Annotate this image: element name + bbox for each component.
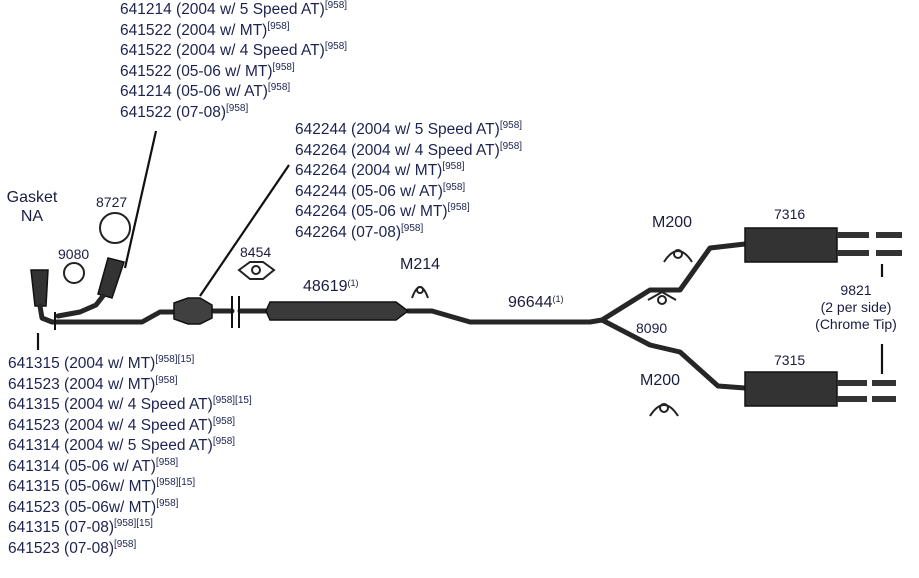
- label-m200-bottom: M200: [640, 372, 681, 389]
- label-96644: 96644(1): [508, 294, 564, 311]
- label-8454: 8454: [240, 244, 272, 260]
- callout-line: 641314 (2004 w/ 5 Speed AT)[958]: [8, 436, 236, 455]
- callout-line: 641214 (2004 w/ 5 Speed AT)[958]: [120, 0, 348, 19]
- hanger-m200-top-icon: [663, 249, 693, 263]
- label-gasket-line1: Gasket: [6, 189, 58, 206]
- label-9080: 9080: [58, 246, 90, 262]
- callout-line: 641315 (2004 w/ MT)[958][15]: [8, 354, 195, 373]
- label-7315: 7315: [774, 352, 806, 368]
- callout-line: 642264 (2004 w/ MT)[958]: [295, 161, 465, 180]
- hanger-m200-bottom-icon: [649, 403, 679, 417]
- label-9821-type: (Chrome Tip): [815, 316, 897, 332]
- callout-line: 642264 (05-06 w/ MT)[958]: [295, 202, 470, 221]
- gasket-9080-icon: [63, 262, 85, 284]
- label-m214: M214: [400, 256, 441, 273]
- label-9821-qty: (2 per side): [820, 299, 892, 315]
- callout-line: 641315 (05-06w/ MT)[958][15]: [8, 477, 196, 496]
- leader-line-top-middle: [199, 164, 290, 297]
- label-gasket: Gasket NA: [2, 188, 62, 226]
- muffler-7315: [744, 371, 838, 407]
- hanger-8090-icon: [647, 290, 677, 305]
- label-9821: 9821 (2 per side) (Chrome Tip): [800, 282, 912, 333]
- flange-8454-icon: [237, 261, 276, 280]
- callout-line: 641522 (05-06 w/ MT)[958]: [120, 61, 295, 80]
- callout-line: 641522 (2004 w/ MT)[958]: [120, 20, 290, 39]
- label-7316: 7316: [774, 206, 806, 222]
- callout-line: 641315 (2004 w/ 4 Speed AT)[958][15]: [8, 395, 252, 414]
- callout-line: 642244 (05-06 w/ AT)[958]: [295, 181, 466, 200]
- muffler-7316: [744, 227, 838, 263]
- label-48619: 48619(1): [303, 278, 359, 295]
- hanger-m214-icon: [411, 286, 429, 299]
- callout-line: 642244 (2004 w/ 5 Speed AT)[958]: [295, 120, 523, 139]
- left-manifold-converter: [30, 257, 125, 307]
- callout-line: 641214 (05-06 w/ AT)[958]: [120, 82, 291, 101]
- leader-line-top-left: [123, 130, 158, 269]
- resonator-642: [173, 297, 213, 325]
- gasket-8727-icon: [99, 212, 131, 244]
- callout-line: 641314 (05-06 w/ AT)[958]: [8, 456, 179, 475]
- callout-line: 641522 (07-08)[958]: [120, 102, 249, 121]
- callout-line: 642264 (07-08)[958]: [295, 222, 424, 241]
- callout-line: 642264 (2004 w/ 4 Speed AT)[958]: [295, 140, 523, 159]
- label-9821-number: 9821: [840, 282, 872, 298]
- callout-line: 641523 (05-06w/ MT)[958]: [8, 497, 179, 516]
- callout-line: 641523 (2004 w/ 4 Speed AT)[958]: [8, 415, 236, 434]
- exhaust-pipe: [37, 241, 748, 391]
- callout-line: 641315 (07-08)[958][15]: [8, 518, 153, 537]
- callout-top-left: 641214 (2004 w/ 5 Speed AT)[958] 641522 …: [120, 0, 347, 123]
- callout-line: 641523 (2004 w/ MT)[958]: [8, 374, 178, 393]
- callout-bottom-left: 641315 (2004 w/ MT)[958][15] 641523 (200…: [8, 354, 252, 559]
- chrome-tips-bottom: [837, 380, 896, 402]
- label-8090: 8090: [636, 320, 668, 336]
- resonator-48619: [265, 301, 410, 321]
- chrome-tips-top: [837, 232, 902, 256]
- callout-line: 641522 (2004 w/ 4 Speed AT)[958]: [120, 41, 348, 60]
- label-m200-top: M200: [652, 214, 693, 231]
- callout-line: 641523 (07-08)[958]: [8, 538, 137, 557]
- callout-top-middle: 642244 (2004 w/ 5 Speed AT)[958] 642264 …: [295, 120, 522, 243]
- label-gasket-line2: NA: [20, 208, 44, 225]
- label-8727: 8727: [96, 194, 128, 210]
